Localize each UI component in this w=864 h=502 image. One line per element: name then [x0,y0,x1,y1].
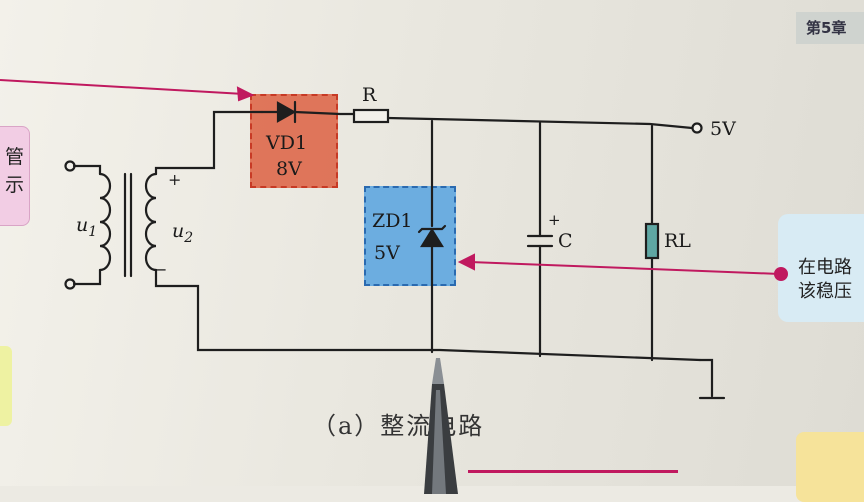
pen-pointer-icon [424,358,458,494]
right-note-line-2: 该稳压 [798,281,852,302]
left-note-line-2: 示 [5,174,25,196]
output-voltage-label: 5V [710,118,736,140]
primary-coil [98,172,112,272]
left-note-card: 管 示 [0,126,30,226]
circuit-diagram [0,79,788,400]
output-terminal [691,122,703,134]
capacitor-plus-sign: + [548,211,561,229]
top-rail [386,116,694,130]
capacitor-c-label: C [558,230,573,252]
pointer-arrow-to-zd1 [469,261,781,275]
ground-symbol [698,358,726,400]
right-note-line-1: 在电路 [798,257,852,278]
secondary-coil [144,172,158,272]
secondary-lead-bottom [154,268,702,362]
right-note-card: 在电路 该稳压 [778,214,864,322]
zd1-highlight-box [364,186,456,286]
vd1-name-label: VD1 [266,132,308,154]
pointer-arrowhead-vd1 [236,86,255,102]
vd1-wire-right [293,110,356,116]
primary-lead-top [72,164,102,176]
resistor-r [352,108,390,124]
pointer-dot [774,267,788,281]
secondary-plus-sign: + [168,170,182,189]
chapter-tab: 第5章 [796,12,864,44]
vd1-voltage-label: 8V [276,158,302,180]
u1-label: u1 [76,214,98,240]
pointer-arrowhead-zd1 [457,253,475,271]
figure-caption: （a）整流电路 [312,412,485,440]
zd1-voltage-label: 5V [374,242,400,264]
secondary-lead-top [154,110,264,176]
vd1-diode-symbol [276,101,297,123]
resistor-r-label: R [362,84,377,106]
zener-bar [417,224,447,234]
left-yellow-card [0,346,12,426]
secondary-minus-sign: − [154,260,168,279]
primary-lead-bottom [72,268,102,286]
pointer-arrow-to-vd1 [0,79,245,95]
left-note-line-1: 管 [5,146,25,168]
load-rl-label: RL [664,230,691,252]
u2-label: u2 [172,220,194,246]
load-resistor-rl [644,222,660,260]
bottom-red-underline [468,470,678,473]
zener-diode-symbol [420,227,444,248]
zd1-name-label: ZD1 [372,210,413,232]
